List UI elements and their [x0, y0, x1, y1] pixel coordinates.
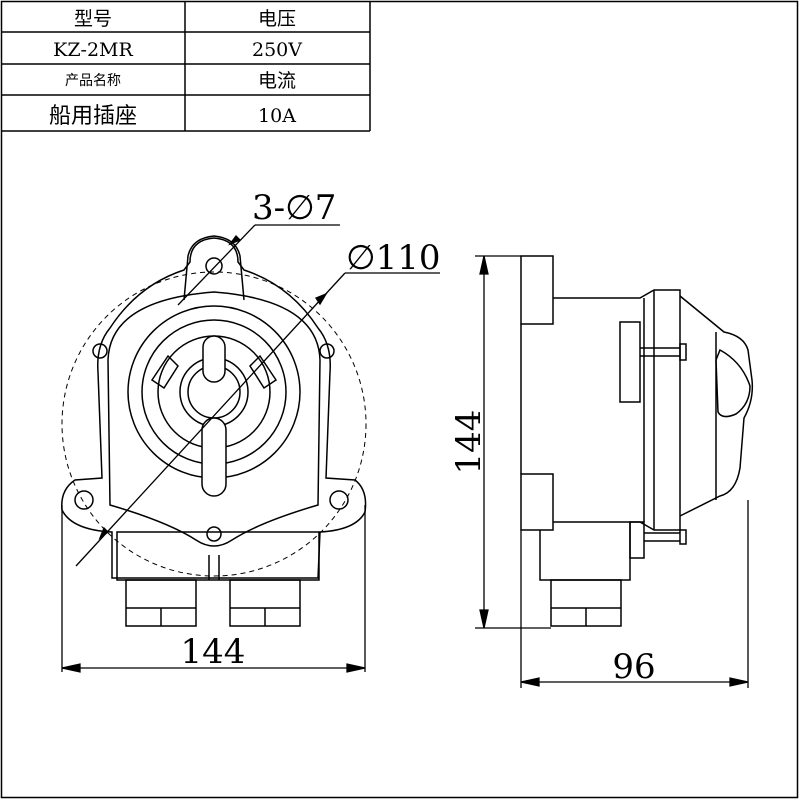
front-pin-slot-bottom [201, 417, 227, 497]
front-lower-housing [116, 531, 320, 581]
side-main-body [553, 289, 681, 531]
spec-label-model: 型号 [74, 8, 112, 30]
spec-value-voltage-header: 电压 [258, 8, 296, 30]
spec-current-value: 10A [258, 105, 296, 127]
side-internal-block [619, 321, 641, 403]
side-annotations [475, 255, 749, 688]
diameter-label: ∅110 [346, 238, 441, 278]
side-depth-label: 96 [612, 647, 655, 687]
spec-label-product-name: 产品名称 [65, 73, 121, 89]
side-flange-bottom [520, 473, 554, 531]
front-left-mount-hole [74, 490, 94, 510]
side-lower-block [629, 521, 645, 559]
front-annotations [61, 224, 440, 673]
front-view [61, 235, 367, 627]
spec-model-number: KZ-2MR [53, 39, 133, 61]
holes-label: 3-∅7 [252, 188, 336, 228]
front-screw-right [319, 343, 335, 359]
front-right-mount-hole [329, 490, 349, 510]
front-top-mount-hole [205, 257, 223, 275]
front-inner-plate [107, 291, 321, 547]
front-screw-bottom [206, 526, 222, 542]
front-pin-slot-left [150, 354, 179, 390]
front-body-outline [61, 237, 367, 579]
spec-value-current-header: 电流 [258, 70, 296, 92]
front-screw-left [92, 343, 108, 359]
front-pin-slot-right [249, 354, 278, 390]
spec-table [1, 1, 371, 132]
side-cover-lip [715, 348, 751, 418]
front-pin-slot-top [202, 335, 226, 383]
front-top-ear [183, 235, 245, 301]
front-width-label: 144 [181, 632, 246, 672]
side-flange-top [520, 255, 554, 325]
spec-product-name: 船用插座 [49, 104, 137, 129]
spec-voltage-value: 250V [252, 39, 302, 61]
front-pitch-circle [61, 271, 367, 577]
side-view [520, 255, 754, 627]
side-height-label: 144 [449, 410, 489, 475]
side-front-cover [679, 295, 754, 517]
